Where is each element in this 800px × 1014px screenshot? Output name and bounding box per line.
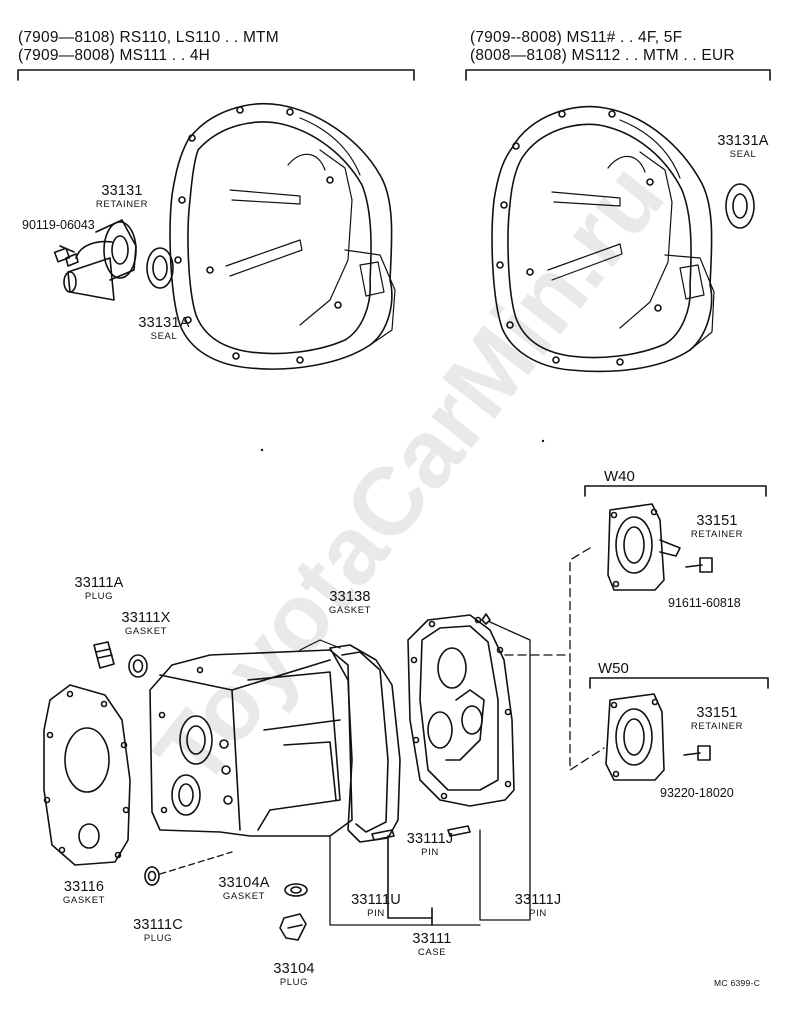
bell-housing-left xyxy=(169,102,396,370)
gasket-33111X xyxy=(128,654,148,678)
bolt-90119-06043 xyxy=(53,245,79,267)
header-left-line-1: (7909—8108) RS110, LS110 . . MTM xyxy=(18,29,279,46)
seal-33131A-left xyxy=(146,247,174,289)
extension-housing xyxy=(407,614,515,807)
retainer-33131 xyxy=(63,219,137,301)
bracket-w40 xyxy=(584,485,767,497)
retainer-33151-w40 xyxy=(607,503,681,591)
variant-w40: W40 xyxy=(604,468,635,485)
variant-w50: W50 xyxy=(598,660,629,677)
label-90119-06043: 90119-06043 xyxy=(22,218,95,232)
bracket-left-header xyxy=(17,69,415,81)
header-right-line-1: (7909--8008) MS11# . . 4F, 5F xyxy=(470,29,683,46)
header-right-line-2: (8008—8108) MS112 . . MTM . . EUR xyxy=(470,47,735,64)
label-93220-18020: 93220-18020 xyxy=(660,786,734,800)
plug-33104 xyxy=(279,913,307,941)
bracket-w50 xyxy=(589,677,769,689)
retainer-33151-w50 xyxy=(605,693,665,781)
plug-33111A xyxy=(93,641,115,669)
bolt-91611-60818 xyxy=(685,557,713,573)
pin-33111J-mid xyxy=(447,825,471,837)
pin-33111U xyxy=(371,829,395,841)
bell-housing-right xyxy=(491,105,715,373)
diagram-code: MC 6399-C xyxy=(714,978,761,988)
seal-33131A-right xyxy=(725,183,755,229)
transmission-case xyxy=(149,639,353,837)
gasket-33138 xyxy=(329,644,401,843)
plug-33111C xyxy=(144,866,160,886)
pin-33111J-top xyxy=(481,613,491,625)
gasket-33104A xyxy=(284,883,308,897)
label-91611-60818: 91611-60818 xyxy=(668,596,741,610)
header-left-line-2: (7909—8008) MS111 . . 4H xyxy=(18,47,211,64)
bracket-right-header xyxy=(465,69,771,81)
gasket-33116 xyxy=(43,684,131,866)
bolt-93220-18020 xyxy=(683,745,711,761)
